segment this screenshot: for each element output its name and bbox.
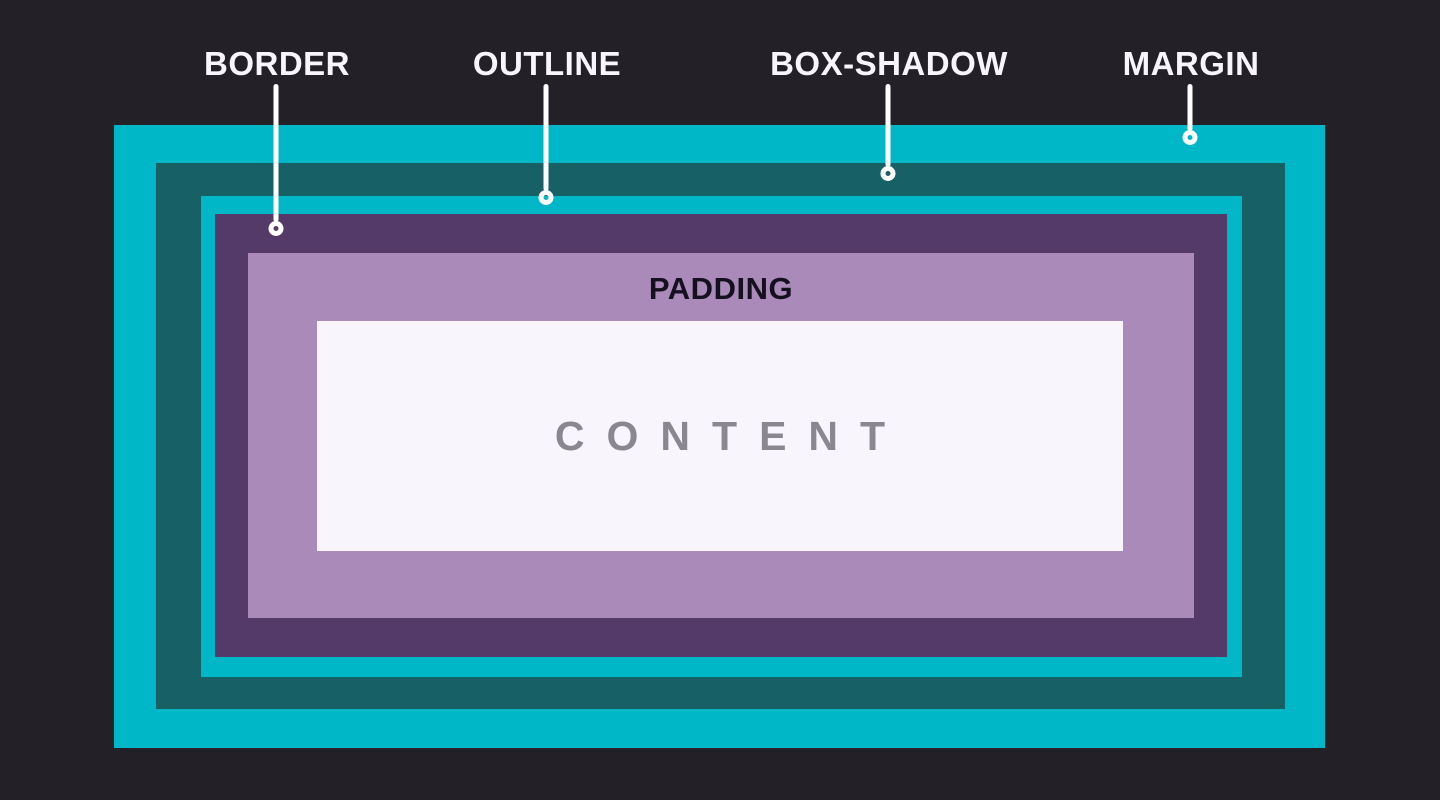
callout-box-shadow-line [885,84,891,167]
callout-box-shadow-ring [880,166,896,181]
callout-outline-label: OUTLINE [472,45,622,82]
callout-border-label: BORDER [203,45,351,82]
content-label: CONTENT [554,412,908,459]
callout-margin-ring [1182,130,1198,145]
padding-label: PADDING [648,271,794,306]
callout-box-shadow-label: BOX-SHADOW [770,45,1008,82]
callout-outline-ring [538,190,554,205]
callout-margin-label: MARGIN [1122,45,1260,82]
content-layer: CONTENT [317,321,1123,551]
callout-border-line [273,84,279,222]
callout-border-ring [268,221,284,236]
callout-margin-line [1187,84,1193,131]
callout-outline-line [543,84,549,191]
